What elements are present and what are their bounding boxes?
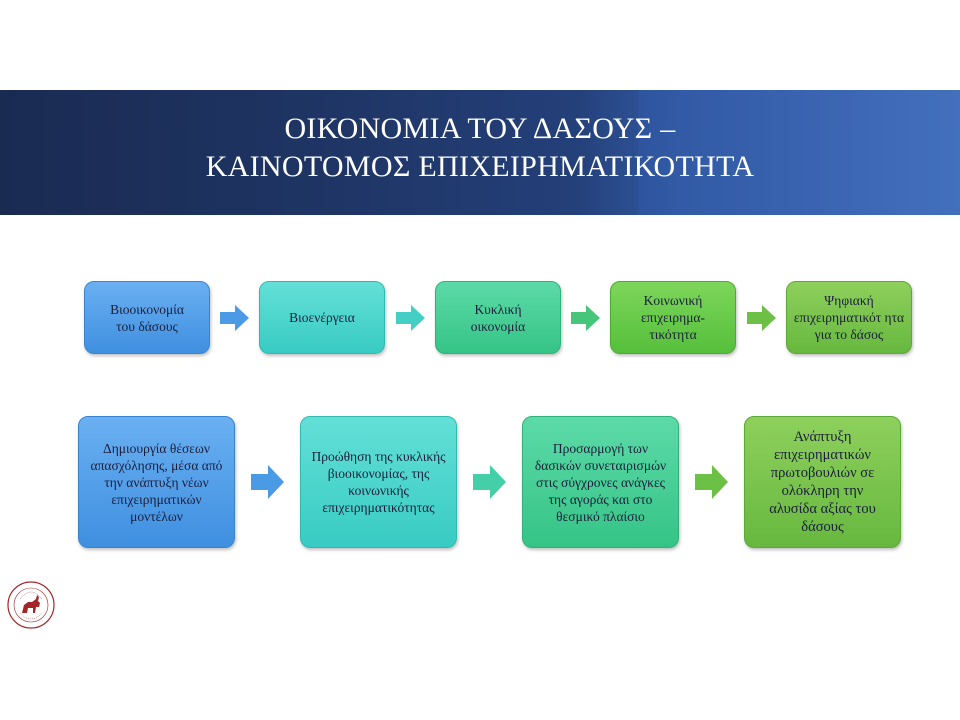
arrow-right-icon xyxy=(396,305,425,331)
arrow-right-icon xyxy=(220,305,249,331)
box-circular-economy: Κυκλική οικονομία xyxy=(435,281,561,354)
box-bioeconomy: Βιοοικονομία του δάσους xyxy=(84,281,210,354)
title-line-1: ΟΙΚΟΝΟΜΙΑ ΤΟΥ ΔΑΣΟΥΣ – xyxy=(284,112,676,145)
banner-highlight xyxy=(638,90,960,215)
box-circular-economy-label: Κυκλική οικονομία xyxy=(470,301,526,334)
arrow-right-icon xyxy=(251,465,284,499)
box-promotion-label: Προώθηση της κυκλικής βιοοικονομίας, της… xyxy=(311,449,446,515)
arrow-right-icon xyxy=(695,465,728,499)
box-bioenergy: Βιοενέργεια xyxy=(259,281,385,354)
box-value-chain: Ανάπτυξη επιχειρηματικών πρωτοβουλιών σε… xyxy=(744,416,901,548)
box-cooperatives: Προσαρμογή των δασικών συνεταιρισμών στι… xyxy=(522,416,679,548)
slide-title: ΟΙΚΟΝΟΜΙΑ ΤΟΥ ΔΑΣΟΥΣ – ΚΑΙΝΟΤΟΜΟΣ ΕΠΙΧΕΙ… xyxy=(0,110,960,186)
box-job-creation-label: Δημιουργία θέσεων απασχόλησης, μέσα από … xyxy=(90,440,223,524)
box-bioenergy-label: Βιοενέργεια xyxy=(289,310,355,325)
title-banner xyxy=(0,90,960,215)
box-bioeconomy-label: Βιοοικονομία του δάσους xyxy=(110,301,184,334)
box-value-chain-label: Ανάπτυξη επιχειρηματικών πρωτοβουλιών σε… xyxy=(769,429,876,535)
box-digital-entrepreneurship-label: Ψηφιακή επιχειρηματικότ ητα για το δάσος xyxy=(793,293,905,342)
box-promotion: Προώθηση της κυκλικής βιοοικονομίας, της… xyxy=(300,416,457,548)
title-line-2: ΚΑΙΝΟΤΟΜΟΣ ΕΠΙΧΕΙΡΗΜΑΤΙΚΟΤΗΤΑ xyxy=(205,150,755,183)
arrow-right-icon xyxy=(747,305,776,331)
box-job-creation: Δημιουργία θέσεων απασχόλησης, μέσα από … xyxy=(78,416,235,548)
arrow-right-icon xyxy=(473,465,506,499)
arrow-right-icon xyxy=(571,305,600,331)
university-seal-icon xyxy=(7,581,55,629)
box-cooperatives-label: Προσαρμογή των δασικών συνεταιρισμών στι… xyxy=(534,440,667,524)
box-social-entrepreneurship-label: Κοινωνική επιχειρημα-τικότητα xyxy=(640,293,705,342)
box-social-entrepreneurship: Κοινωνική επιχειρημα-τικότητα xyxy=(610,281,736,354)
box-digital-entrepreneurship: Ψηφιακή επιχειρηματικότ ητα για το δάσος xyxy=(786,281,912,354)
